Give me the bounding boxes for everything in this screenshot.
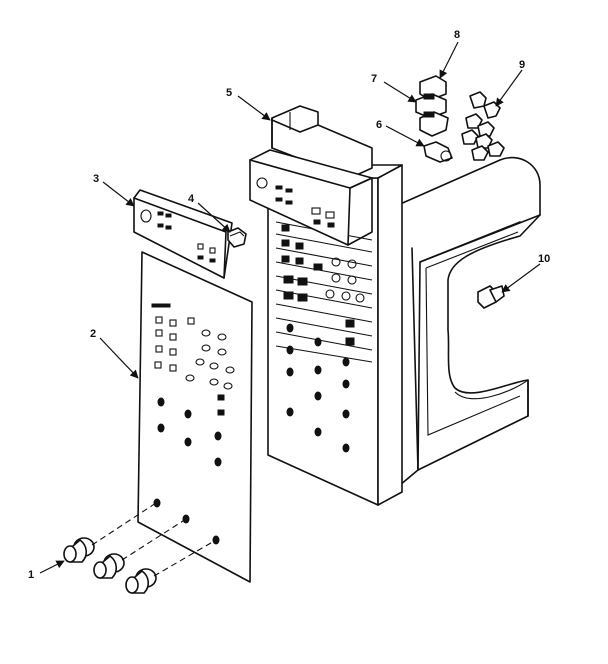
callout-9: 9 xyxy=(519,59,525,71)
switch-blocks xyxy=(415,75,453,163)
callout-8: 8 xyxy=(454,29,460,41)
callout-2: 2 xyxy=(90,328,96,340)
mounting-screw xyxy=(477,285,505,309)
knob-2 xyxy=(93,553,125,579)
panel-face-details xyxy=(275,221,373,453)
callout-3: 3 xyxy=(93,173,99,185)
callout-10: 10 xyxy=(538,253,550,265)
switch-cap xyxy=(227,227,247,248)
lamp-sockets xyxy=(461,91,505,161)
upper-control-housing xyxy=(249,105,373,246)
callout-4: 4 xyxy=(188,193,195,205)
cabinet-side-frame xyxy=(397,156,541,486)
control-knobs xyxy=(63,537,157,594)
front-overlay-panel xyxy=(137,251,253,583)
callout-5: 5 xyxy=(226,87,232,99)
callout-1: 1 xyxy=(28,569,34,581)
knob-3 xyxy=(125,568,157,594)
callout-6: 6 xyxy=(376,119,382,131)
knob-1 xyxy=(63,537,95,563)
callout-leaders xyxy=(39,41,541,574)
callout-7: 7 xyxy=(371,73,377,85)
callout-labels: 1 2 3 4 5 6 7 8 9 10 xyxy=(28,29,550,581)
alignment-lines xyxy=(91,502,217,577)
